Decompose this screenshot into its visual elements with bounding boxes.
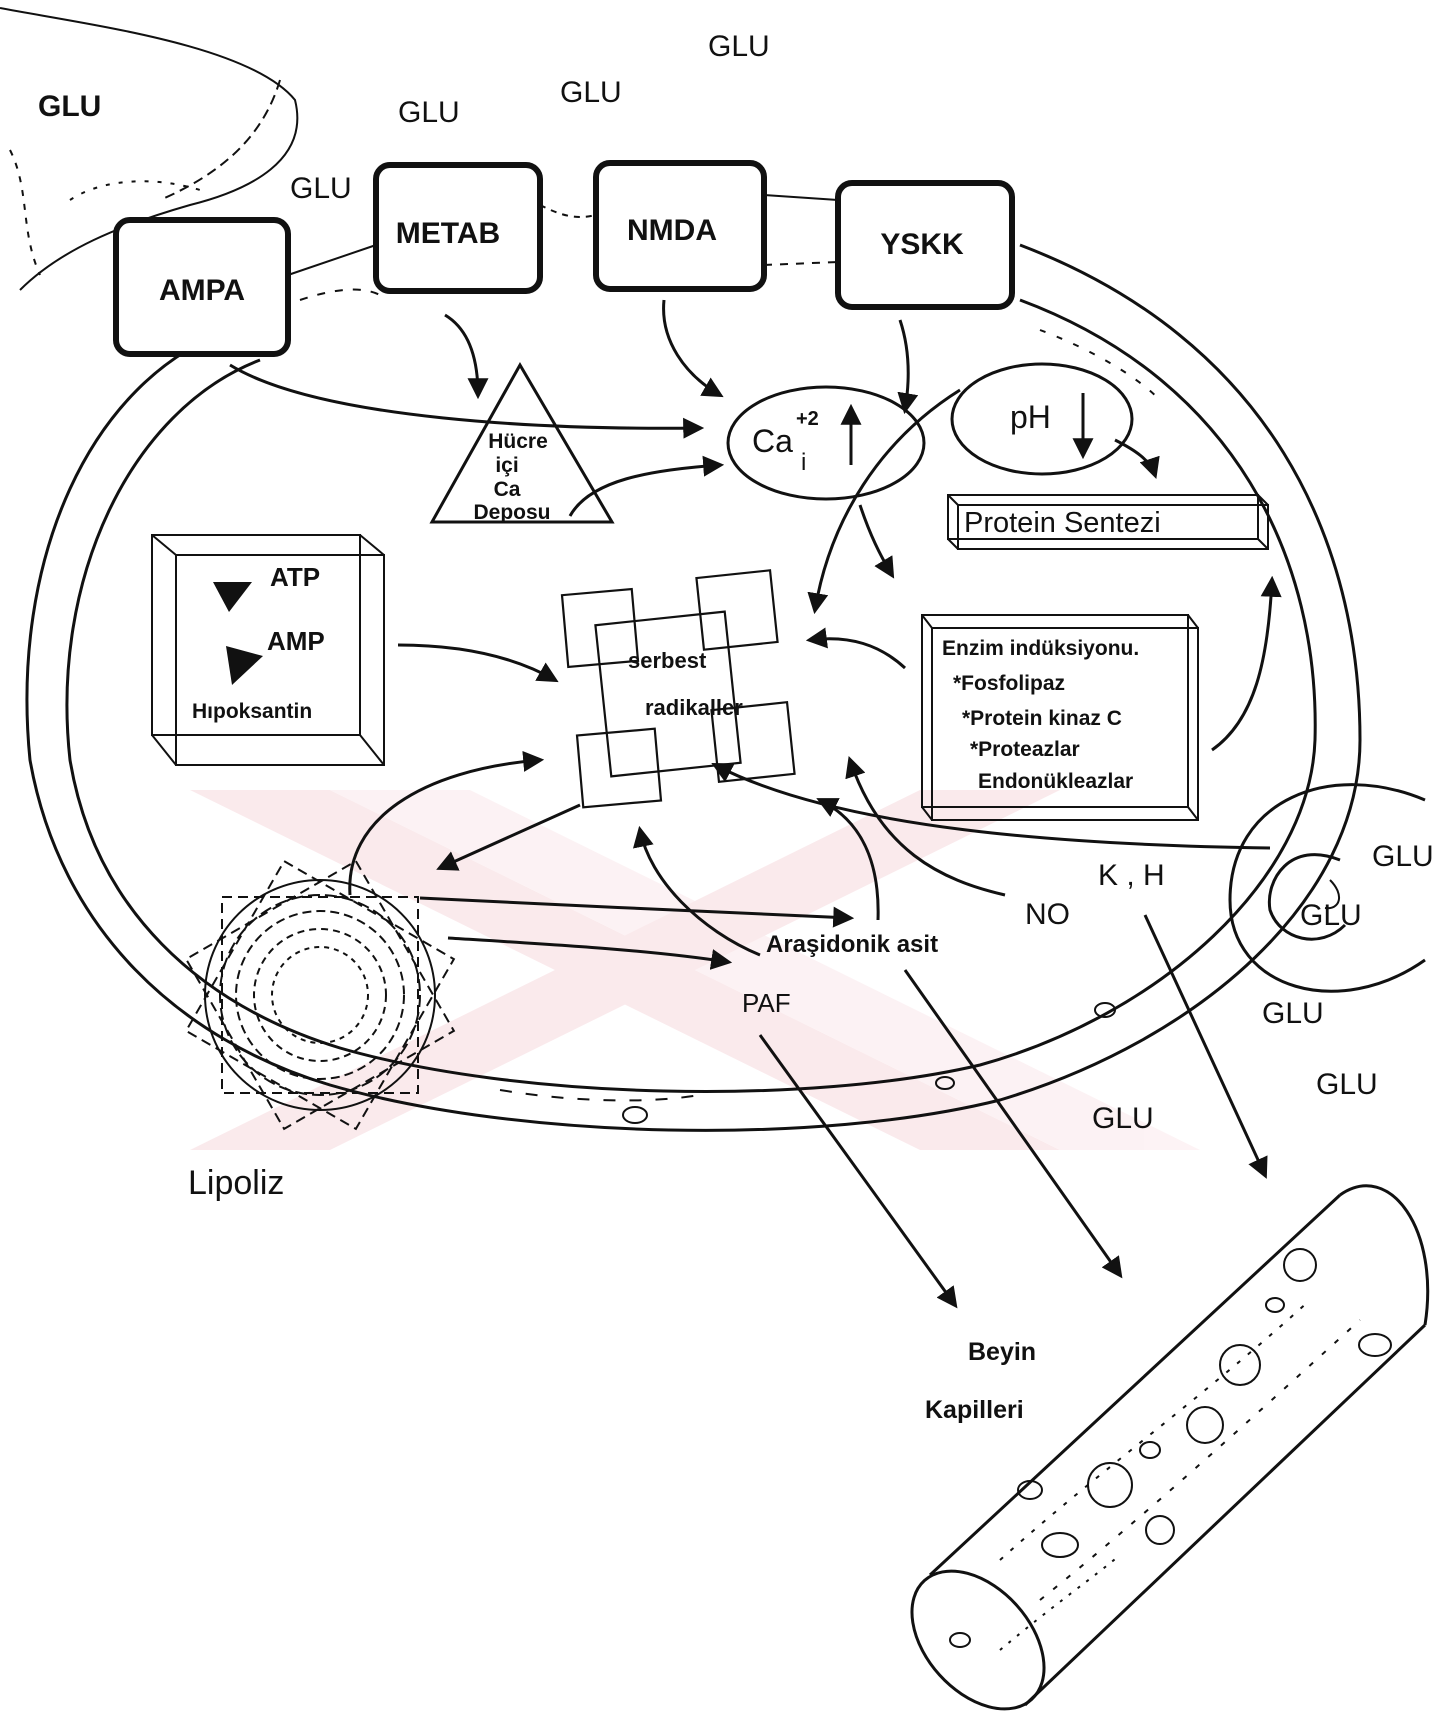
ph-label: pH: [1010, 399, 1051, 435]
ca-store-line: Ca: [494, 478, 521, 501]
receptor-yskk-label: YSKK: [880, 228, 964, 261]
calcium-superscript: +2: [796, 408, 819, 430]
ca-store-line: Deposu: [473, 501, 550, 524]
glu-label: GLU: [560, 76, 622, 109]
enzyme-title: Enzim indüksiyonu.: [942, 637, 1139, 660]
lipolysis-label: Lipoliz: [188, 1164, 284, 1202]
capillary-label-line1: Beyin: [968, 1338, 1036, 1366]
brain-capillary: [886, 1186, 1428, 1711]
calcium-label: Ca: [752, 423, 793, 459]
paf-label: PAF: [742, 988, 791, 1018]
arachidonic-acid-label: Araşidonik asit: [766, 931, 938, 958]
glu-label: GLU: [708, 30, 770, 63]
free-radicals-line1: serbest: [628, 648, 707, 673]
protein-synthesis-box: Protein Sentezi: [948, 495, 1268, 549]
glu-label: GLU: [398, 96, 460, 129]
glu-label: GLU: [1262, 997, 1324, 1030]
receptor-yskk: YSKK: [838, 183, 1012, 307]
glu-label: GLU: [1092, 1102, 1154, 1135]
glu-label: GLU: [1316, 1068, 1378, 1101]
enzyme-item: Endonükleazlar: [978, 770, 1133, 793]
atp-label: ATP: [270, 562, 320, 592]
free-radicals-cluster: serbest radikaller: [562, 570, 795, 807]
enzyme-induction-box: Enzim indüksiyonu. *Fosfolipaz *Protein …: [922, 580, 1272, 820]
ph-indicator: pH: [815, 364, 1155, 610]
hypoxanthine-label: Hıpoksantin: [192, 700, 312, 723]
receptor-nmda-label: NMDA: [627, 214, 717, 247]
enzyme-item: *Protein kinaz C: [962, 707, 1122, 730]
receptor-ampa: AMPA: [116, 220, 288, 354]
calcium-subscript: i: [801, 449, 806, 476]
lipolysis-sphere: Lipoliz: [186, 861, 454, 1202]
ca-store-line: içi: [495, 454, 518, 477]
no-label: NO: [1025, 898, 1070, 931]
free-radicals-line2: radikaller: [645, 695, 743, 720]
amp-label: AMP: [267, 626, 325, 656]
receptor-metab-label: METAB: [396, 217, 500, 250]
glu-label: GLU: [1300, 899, 1362, 932]
intracellular-ca-store: Hücre içi Ca Deposu: [432, 365, 720, 524]
energy-metabolism-box: ATP AMP Hıpoksantin: [152, 535, 555, 765]
glu-label: GLU: [290, 172, 352, 205]
glu-spiral: [1230, 785, 1425, 992]
receptor-nmda: NMDA: [596, 163, 764, 289]
enzyme-item: *Proteazlar: [970, 738, 1080, 761]
ca-store-line: Hücre: [488, 430, 548, 453]
receptor-metab: METAB: [376, 165, 540, 291]
k-h-label: K , H: [1098, 859, 1165, 892]
receptor-ampa-label: AMPA: [159, 274, 245, 307]
enzyme-item: *Fosfolipaz: [953, 672, 1065, 695]
protein-synthesis-label: Protein Sentezi: [964, 507, 1161, 539]
capillary-label-line2: Kapilleri: [925, 1396, 1024, 1424]
glu-label: GLU: [38, 90, 101, 123]
glu-label: GLU: [1372, 840, 1434, 873]
